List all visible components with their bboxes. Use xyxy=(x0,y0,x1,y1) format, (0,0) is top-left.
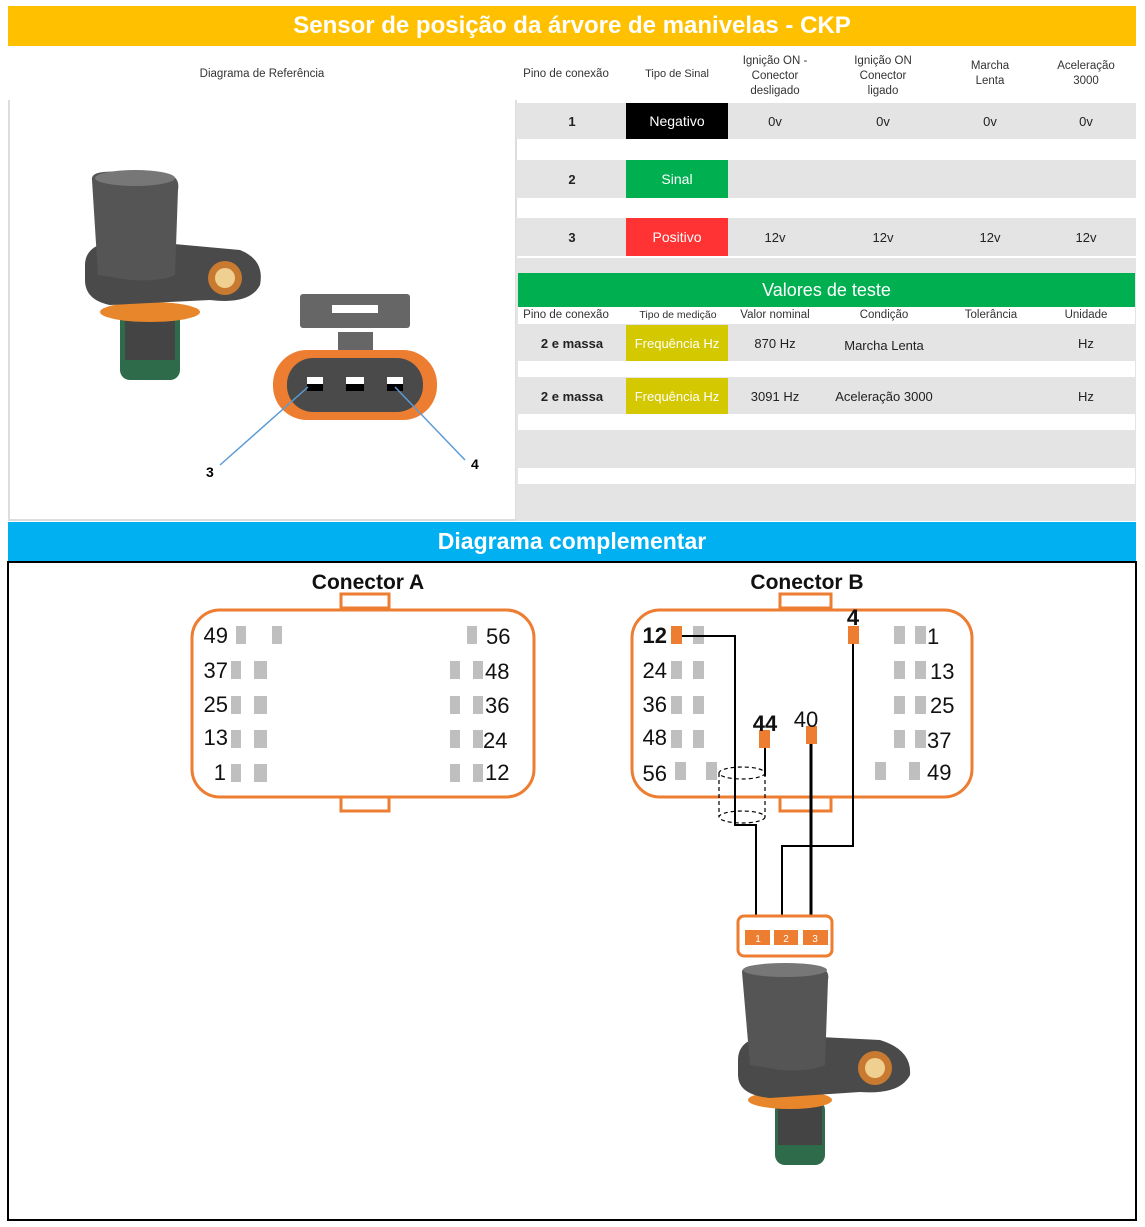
pin-cell: 3 xyxy=(568,229,576,245)
pin-cell: 2 xyxy=(568,171,576,187)
header-signal-type: Tipo de Sinal xyxy=(645,67,709,80)
signal-badge-signal: Sinal xyxy=(626,160,728,198)
active-pin-label: 40 xyxy=(794,707,818,732)
nominal-cell: 870 Hz xyxy=(754,335,796,351)
connector-image xyxy=(219,294,466,466)
header-reference-diagram: Diagrama de Referência xyxy=(199,67,325,80)
wiring-diagram: Conector A 49 37 25 13 1 56 48 36 24 12 … xyxy=(190,571,974,1165)
connector-a-title: Conector A xyxy=(312,571,424,594)
unit-cell: Hz xyxy=(1078,388,1094,404)
ckp-sensor-image xyxy=(738,963,911,1165)
ckp-sensor-image xyxy=(85,170,261,380)
table-row xyxy=(516,160,1136,198)
value-cell: 12v xyxy=(872,229,894,245)
conn-a-pin-label: 24 xyxy=(483,728,507,753)
connector-a xyxy=(190,608,536,799)
header-ign-on: Ignição ON Conector ligado xyxy=(854,54,912,97)
pin-cell: 1 xyxy=(568,113,576,129)
wires xyxy=(682,635,854,930)
conn-b-pin-label: 48 xyxy=(643,725,667,750)
signal-badge-positive: Positivo xyxy=(626,218,728,256)
reference-diagram: 3 4 xyxy=(85,170,479,480)
pin-label-3: 3 xyxy=(206,464,214,480)
pin-4-active xyxy=(848,626,859,644)
conn-a-pin-label: 56 xyxy=(486,624,510,649)
reference-diagram-panel: 3 4 xyxy=(8,100,517,521)
value-cell: 0v xyxy=(1079,113,1093,129)
active-pin-label: 44 xyxy=(753,711,778,736)
tv-header-condition: Condição xyxy=(859,309,909,321)
conn-a-pin-label: 36 xyxy=(485,693,509,718)
tv-header-tolerance: Tolerância xyxy=(964,309,1018,321)
unit-cell: Hz xyxy=(1078,335,1094,351)
conn-a-pin-label: 48 xyxy=(485,659,509,684)
conn-a-pin-label: 37 xyxy=(204,658,228,683)
pin-40-active xyxy=(806,726,817,744)
value-cell: 12v xyxy=(979,229,1001,245)
measurement-badge: Frequência Hz xyxy=(626,325,728,361)
conn-a-pin-label: 49 xyxy=(204,623,228,648)
value-cell: 12v xyxy=(764,229,786,245)
conn-b-pin-label: 24 xyxy=(643,658,667,683)
tv-pin-cell: 2 e massa xyxy=(540,335,604,351)
measurement-badge: Frequência Hz xyxy=(626,378,728,414)
complement-title: Diagrama complementar xyxy=(8,522,1136,561)
value-cell: 0v xyxy=(768,113,782,129)
sensor-pin-label: 2 xyxy=(783,934,789,945)
value-cell: 0v xyxy=(983,113,997,129)
tv-header-nominal: Valor nominal xyxy=(740,309,810,321)
title-bar: Sensor de posição da árvore de manivelas… xyxy=(8,6,1136,46)
conn-b-pin-label: 25 xyxy=(930,693,954,718)
tv-header-unit: Unidade xyxy=(1064,309,1108,321)
shield-icon xyxy=(718,766,766,824)
conn-b-pin-label: 37 xyxy=(927,728,951,753)
test-values-title: Valores de teste xyxy=(518,273,1135,307)
tv-header-pin: Pino de conexão xyxy=(523,309,609,321)
table-row xyxy=(516,218,1136,256)
table-row xyxy=(516,103,1136,139)
connector-b xyxy=(630,608,974,799)
pin-44-active xyxy=(759,730,770,748)
sensor-pin-label: 1 xyxy=(755,934,761,945)
condition-cell: Aceleração 3000 xyxy=(835,388,933,404)
nominal-cell: 3091 Hz xyxy=(750,388,800,404)
connector-b-title: Conector B xyxy=(750,571,863,594)
sensor-pin-label: 3 xyxy=(812,934,818,945)
conn-b-pin-label: 13 xyxy=(930,659,954,684)
pin-label-4: 4 xyxy=(471,456,479,472)
conn-a-pin-label: 13 xyxy=(204,725,228,750)
signal-badge-negative: Negativo xyxy=(626,103,728,139)
value-cell: 12v xyxy=(1075,229,1097,245)
conn-b-pin-label: 56 xyxy=(643,761,667,786)
tv-pin-cell: 2 e massa xyxy=(540,388,604,404)
tv-header-type: Tipo de medição xyxy=(639,309,717,321)
pin-12-active xyxy=(671,626,682,644)
value-cell: 0v xyxy=(876,113,890,129)
conn-b-pin-label: 12 xyxy=(643,623,667,648)
conn-b-pin-label: 36 xyxy=(643,692,667,717)
condition-cell: Marcha Lenta xyxy=(844,337,924,353)
conn-b-pin-label: 1 xyxy=(927,624,939,649)
conn-a-pin-label: 12 xyxy=(485,760,509,785)
header-ign-off: Ignição ON - Conector desligado xyxy=(742,54,808,97)
header-accel: Aceleração 3000 xyxy=(1057,60,1115,87)
header-pin: Pino de conexão xyxy=(523,67,609,80)
conn-a-pin-label: 25 xyxy=(204,692,228,717)
conn-b-pin-label: 49 xyxy=(927,760,951,785)
active-pin-label: 4 xyxy=(847,605,860,630)
conn-a-pin-label: 1 xyxy=(214,760,226,785)
complement-diagram-panel: Conector A 49 37 25 13 1 56 48 36 24 12 … xyxy=(7,561,1137,1221)
header-idle: Marcha Lenta xyxy=(970,60,1010,87)
